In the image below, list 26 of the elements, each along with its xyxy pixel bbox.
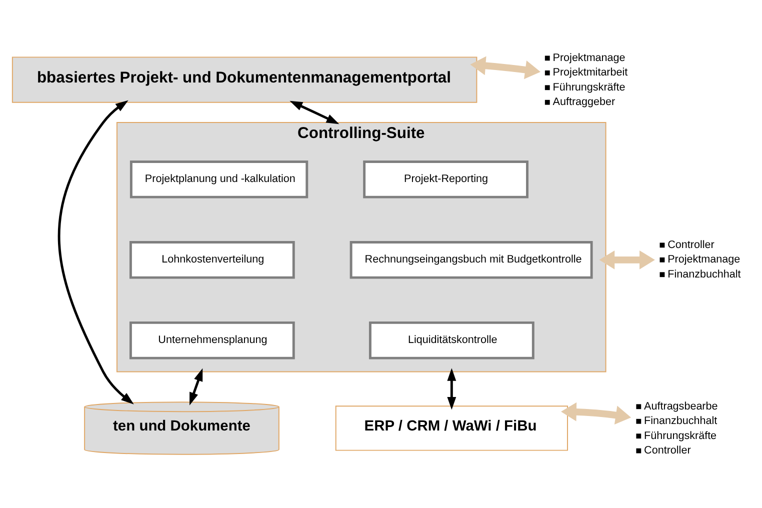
node-label: Controller — [668, 238, 714, 251]
node-label: Finanzbuchhalt — [668, 268, 741, 280]
node-box: Lohnkostenverteilung — [129, 241, 295, 279]
node-box: Rechnungseingangsbuch mit Budgetkontrolle — [350, 241, 593, 279]
node-box: Projekt-Reporting — [363, 160, 528, 198]
arrow — [599, 250, 655, 270]
arrow — [290, 100, 340, 124]
arrow — [58, 100, 134, 404]
arrow — [561, 402, 632, 424]
node-box: bbasiertes Projekt- und Dokumentenmanagementportal — [12, 56, 478, 103]
arrow — [190, 368, 203, 406]
node-label: Projektmanage — [552, 52, 626, 64]
node-label: Projektmitarbeit — [552, 66, 628, 79]
node-box: Projektplanung und -kalkulation — [130, 160, 308, 198]
node-box: Liquiditätskontrolle — [368, 321, 534, 360]
arrow — [447, 368, 456, 410]
node-label: Auftraggeber — [552, 96, 616, 108]
arrow — [470, 56, 541, 80]
node-label: Führungskräfte — [644, 430, 717, 442]
node-label: Controller — [644, 444, 691, 457]
node-box: Unternehmensplanung — [129, 321, 295, 360]
node-box: ERP / CRM / WaWi / FiBu — [335, 406, 568, 451]
node-label: Führungskräfte — [552, 81, 626, 94]
node-label: Auftragsbearbe — [644, 400, 718, 412]
node-label: Projektmanage — [668, 254, 740, 266]
node-label: Finanzbuchhalt — [644, 415, 718, 428]
